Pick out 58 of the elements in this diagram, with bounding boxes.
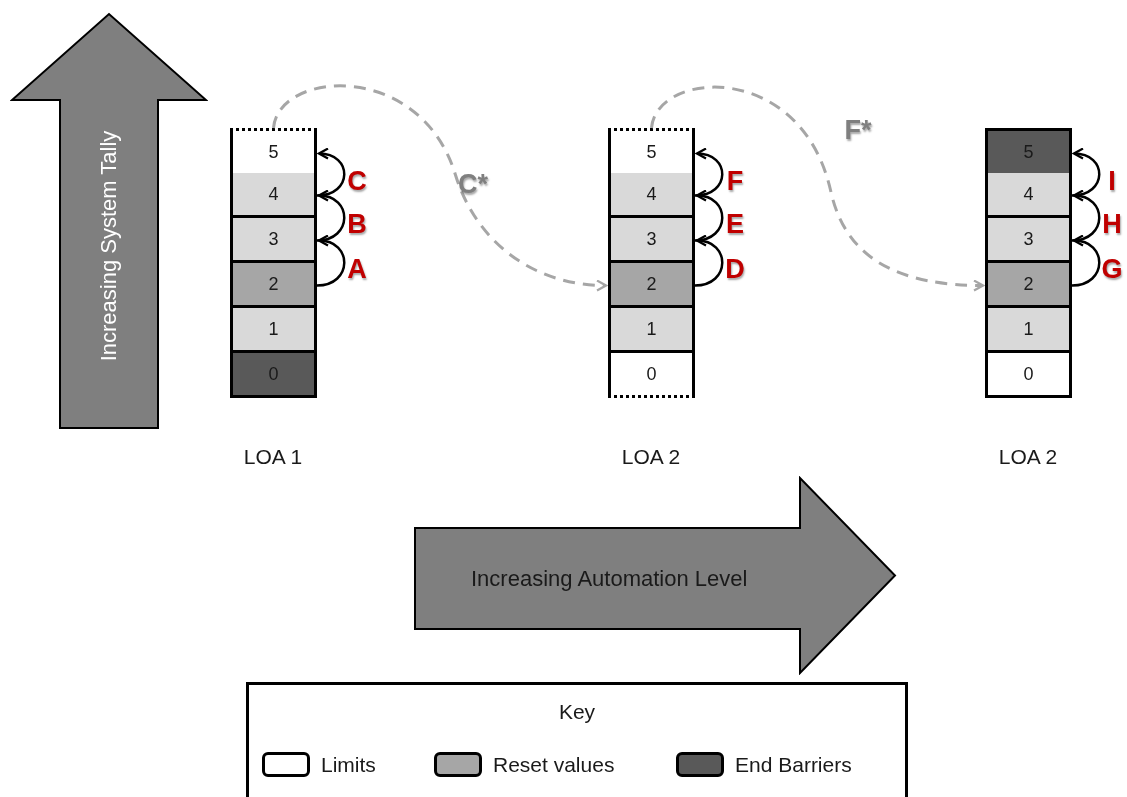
stack-cell (608, 263, 695, 308)
cell-value: 1 (646, 318, 657, 340)
legend-label: End Barriers (735, 752, 852, 778)
stack-cell (985, 308, 1072, 353)
column-label: LOA 2 (621, 445, 681, 469)
cell-value: 4 (646, 183, 657, 205)
stack-cell (230, 218, 317, 263)
stack-cell (230, 128, 317, 176)
stack-cell (608, 308, 695, 353)
edge-label: C (347, 166, 367, 195)
key-title: Key (558, 700, 596, 724)
cell-value: 4 (1023, 183, 1034, 205)
stack-cell (985, 353, 1072, 398)
right-arrow (413, 476, 897, 675)
stack-cell (608, 128, 695, 176)
cell-value: 2 (268, 273, 279, 295)
cell-value: 1 (1023, 318, 1034, 340)
edge-label: D (725, 255, 745, 283)
stack-cell (608, 353, 695, 398)
cell-value: 2 (646, 273, 657, 295)
cell-value: 0 (646, 363, 657, 385)
stack-cell (230, 263, 317, 308)
arrow-label: Increasing Automation Level (471, 565, 748, 592)
cell-value: 0 (268, 363, 279, 385)
arrow-label: Increasing System Tally (96, 130, 122, 362)
column-label: LOA 1 (243, 445, 303, 469)
cell-value: 5 (268, 141, 279, 163)
stack-cell (985, 128, 1072, 176)
edge-label: G (1101, 255, 1123, 283)
edge-label: B (347, 210, 367, 238)
up-arrow (10, 12, 208, 430)
stack-cell (230, 353, 317, 398)
cell-value: 5 (646, 141, 657, 163)
legend-label: Reset values (493, 752, 615, 778)
edge-label: E (726, 210, 744, 238)
edge-label: A (347, 255, 367, 283)
edge-label: F (726, 166, 744, 195)
legend-label: Limits (321, 752, 376, 778)
stack-cell (985, 263, 1072, 308)
edge-label: H (1102, 210, 1122, 238)
cell-value: 3 (646, 228, 657, 250)
column-label: LOA 2 (998, 445, 1058, 469)
edge-label: F* (844, 116, 872, 144)
cell-value: 3 (1023, 228, 1034, 250)
stack-cell (230, 173, 317, 218)
cell-value: 0 (1023, 363, 1034, 385)
stack-cell (985, 218, 1072, 263)
edge-label: C* (458, 170, 488, 198)
cell-value: 2 (1023, 273, 1034, 295)
stack-cell (608, 218, 695, 263)
edge-label: I (1108, 166, 1116, 195)
stack-cell (230, 308, 317, 353)
cell-value: 1 (268, 318, 279, 340)
stack-cell (985, 173, 1072, 218)
cell-value: 3 (268, 228, 279, 250)
cell-value: 4 (268, 183, 279, 205)
cell-value: 5 (1023, 141, 1034, 163)
stack-cell (608, 173, 695, 218)
